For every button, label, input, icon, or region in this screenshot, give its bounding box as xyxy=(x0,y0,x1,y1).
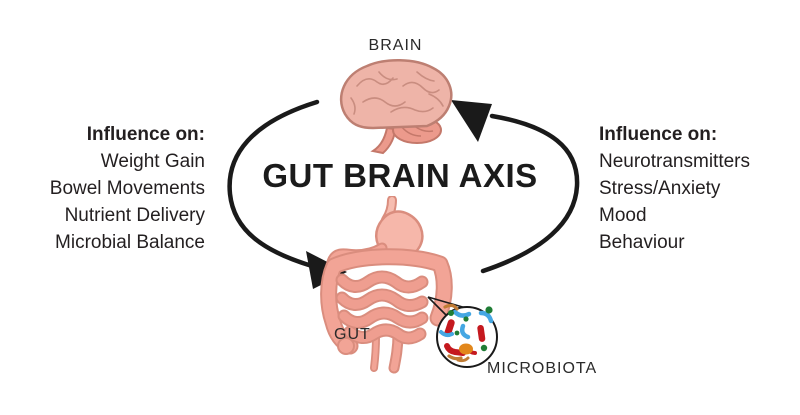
right-influence-item: Neurotransmitters xyxy=(599,151,750,172)
left-influence-item: Bowel Movements xyxy=(49,178,205,199)
left-influence-heading: Influence on: xyxy=(86,124,205,145)
left-influence-item: Weight Gain xyxy=(100,151,205,172)
red-bent-rod-microbe xyxy=(444,343,466,356)
tan-curve-microbe xyxy=(443,303,459,311)
gut-to-brain-arrow-curve xyxy=(480,113,580,274)
stomach-shape xyxy=(375,210,424,259)
orange-oval-microbe xyxy=(459,343,473,355)
red-rod-microbe xyxy=(477,325,486,342)
green-coccus-microbe xyxy=(448,310,454,316)
left-influence-item: Nutrient Delivery xyxy=(64,205,205,226)
gut-icon xyxy=(320,196,453,374)
blue-comma-microbe xyxy=(459,323,471,340)
left-influence-item: Microbial Balance xyxy=(55,232,205,253)
gut-to-brain-arrowhead-icon xyxy=(451,100,492,142)
microbe-shapes xyxy=(439,303,494,363)
right-influence-item: Mood xyxy=(599,205,647,226)
green-coccus-microbe xyxy=(463,316,469,322)
right-influence-panel: Influence on: Neurotransmitters Stress/A… xyxy=(599,121,794,256)
brain-to-gut-arrow-curve xyxy=(227,99,320,269)
tan-curve-microbe xyxy=(447,354,463,361)
blue-curve-microbe xyxy=(439,330,454,338)
brain-label: BRAIN xyxy=(368,37,423,54)
green-coccus-microbe xyxy=(480,344,488,352)
left-influence-panel: Influence on: Weight Gain Bowel Movement… xyxy=(15,121,205,256)
blue-curl-microbe xyxy=(478,310,494,324)
diagram-title: GUT BRAIN AXIS xyxy=(262,157,538,194)
blue-curve-microbe xyxy=(452,309,472,318)
brainstem-shape xyxy=(370,126,397,155)
red-rod-microbe xyxy=(444,319,455,337)
green-coccus-microbe xyxy=(485,306,493,314)
right-influence-item: Stress/Anxiety xyxy=(599,178,721,199)
tan-curve-microbe xyxy=(456,356,470,363)
brain-sulci-lines xyxy=(350,71,444,115)
brain-icon xyxy=(339,58,453,155)
green-coccus-microbe xyxy=(454,330,460,336)
gut-label: GUT xyxy=(334,326,371,343)
cecum-shape xyxy=(337,337,355,355)
cerebrum-shape xyxy=(339,58,453,130)
right-influence-heading: Influence on: xyxy=(599,124,718,145)
right-influence-item: Behaviour xyxy=(599,232,685,253)
microbiota-icon xyxy=(427,296,498,368)
callout-lines xyxy=(427,296,467,316)
microbiota-label: MICROBIOTA xyxy=(487,360,598,377)
small-intestine-shape xyxy=(337,272,427,343)
